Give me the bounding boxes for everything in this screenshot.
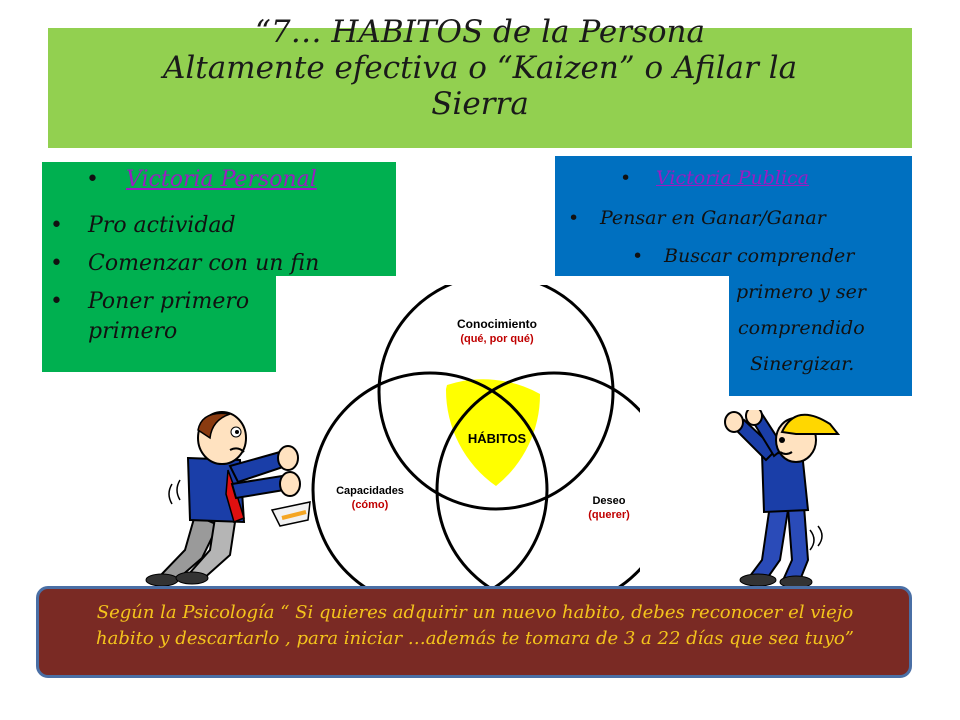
bullet-icon: • — [632, 245, 644, 267]
list-item-text: Poner primero — [88, 289, 250, 314]
quote-line-1: Según la Psicología “ Si quieres adquiri… — [96, 602, 854, 623]
slide-title: “7… HABITOS de la Persona Altamente efec… — [48, 14, 912, 122]
title-background — [48, 28, 912, 148]
personal-victory-link[interactable]: Victoria Personal — [126, 167, 317, 192]
psychology-quote: Según la Psicología “ Si quieres adquiri… — [52, 600, 898, 652]
worker-illustration — [724, 410, 841, 589]
abilities-sub: (cómo) — [352, 499, 389, 511]
bullet-icon: • — [620, 167, 632, 189]
habits-label: HÁBITOS — [468, 431, 527, 446]
knowledge-sub: (qué, por qué) — [460, 333, 534, 345]
title-line-1: “7… HABITOS de la Persona — [255, 14, 705, 50]
personal-box-bottom — [42, 276, 276, 372]
desire-label: Deseo — [592, 495, 625, 507]
list-item: • Victoria Personal — [50, 164, 410, 198]
list-item-text: primero y ser — [736, 281, 866, 303]
personal-box-top — [42, 162, 396, 276]
public-box-bottom — [729, 276, 912, 396]
list-item-text: Pensar en Ganar/Ganar — [600, 207, 826, 229]
desire-sub: (querer) — [588, 509, 630, 521]
list-item-text: Buscar comprender — [664, 245, 855, 267]
venn-diagram: Conocimiento (qué, por qué) HÁBITOS Capa… — [311, 285, 640, 590]
bullet-icon: • — [50, 289, 63, 314]
list-item-text: primero — [88, 319, 178, 344]
bullet-icon: • — [50, 213, 63, 238]
center-intersection — [445, 379, 541, 486]
public-victory-link[interactable]: Victoria Publica — [656, 167, 810, 189]
top-circle — [377, 285, 615, 511]
right-circle — [435, 371, 640, 590]
list-item: • Poner primero primero — [50, 286, 410, 350]
list-item: • Pro actividad — [50, 210, 410, 248]
list-item: • Comenzar con un fin — [50, 248, 410, 286]
left-circle — [311, 371, 549, 590]
bullet-icon: • — [86, 167, 99, 192]
public-box-top — [555, 156, 912, 276]
list-item-text: Comenzar con un fin — [88, 251, 320, 276]
knowledge-label: Conocimiento — [457, 317, 537, 331]
personal-victory-list: • Victoria Personal • Pro actividad • Co… — [50, 164, 410, 350]
list-item-text: Pro actividad — [88, 213, 236, 238]
title-line-2: Altamente efectiva o “Kaizen” o Afilar l… — [162, 50, 798, 86]
title-line-3: Sierra — [431, 86, 529, 122]
list-item-text: Sinergizar. — [750, 353, 855, 375]
man-pushing-illustration — [145, 411, 311, 587]
quote-line-2: habito y descartarlo , para iniciar …ade… — [96, 628, 854, 649]
bullet-icon: • — [568, 207, 580, 229]
abilities-label: Capacidades — [336, 485, 404, 497]
bullet-icon: • — [50, 251, 63, 276]
list-item-text: comprendido — [738, 317, 865, 339]
quote-box — [36, 586, 912, 678]
